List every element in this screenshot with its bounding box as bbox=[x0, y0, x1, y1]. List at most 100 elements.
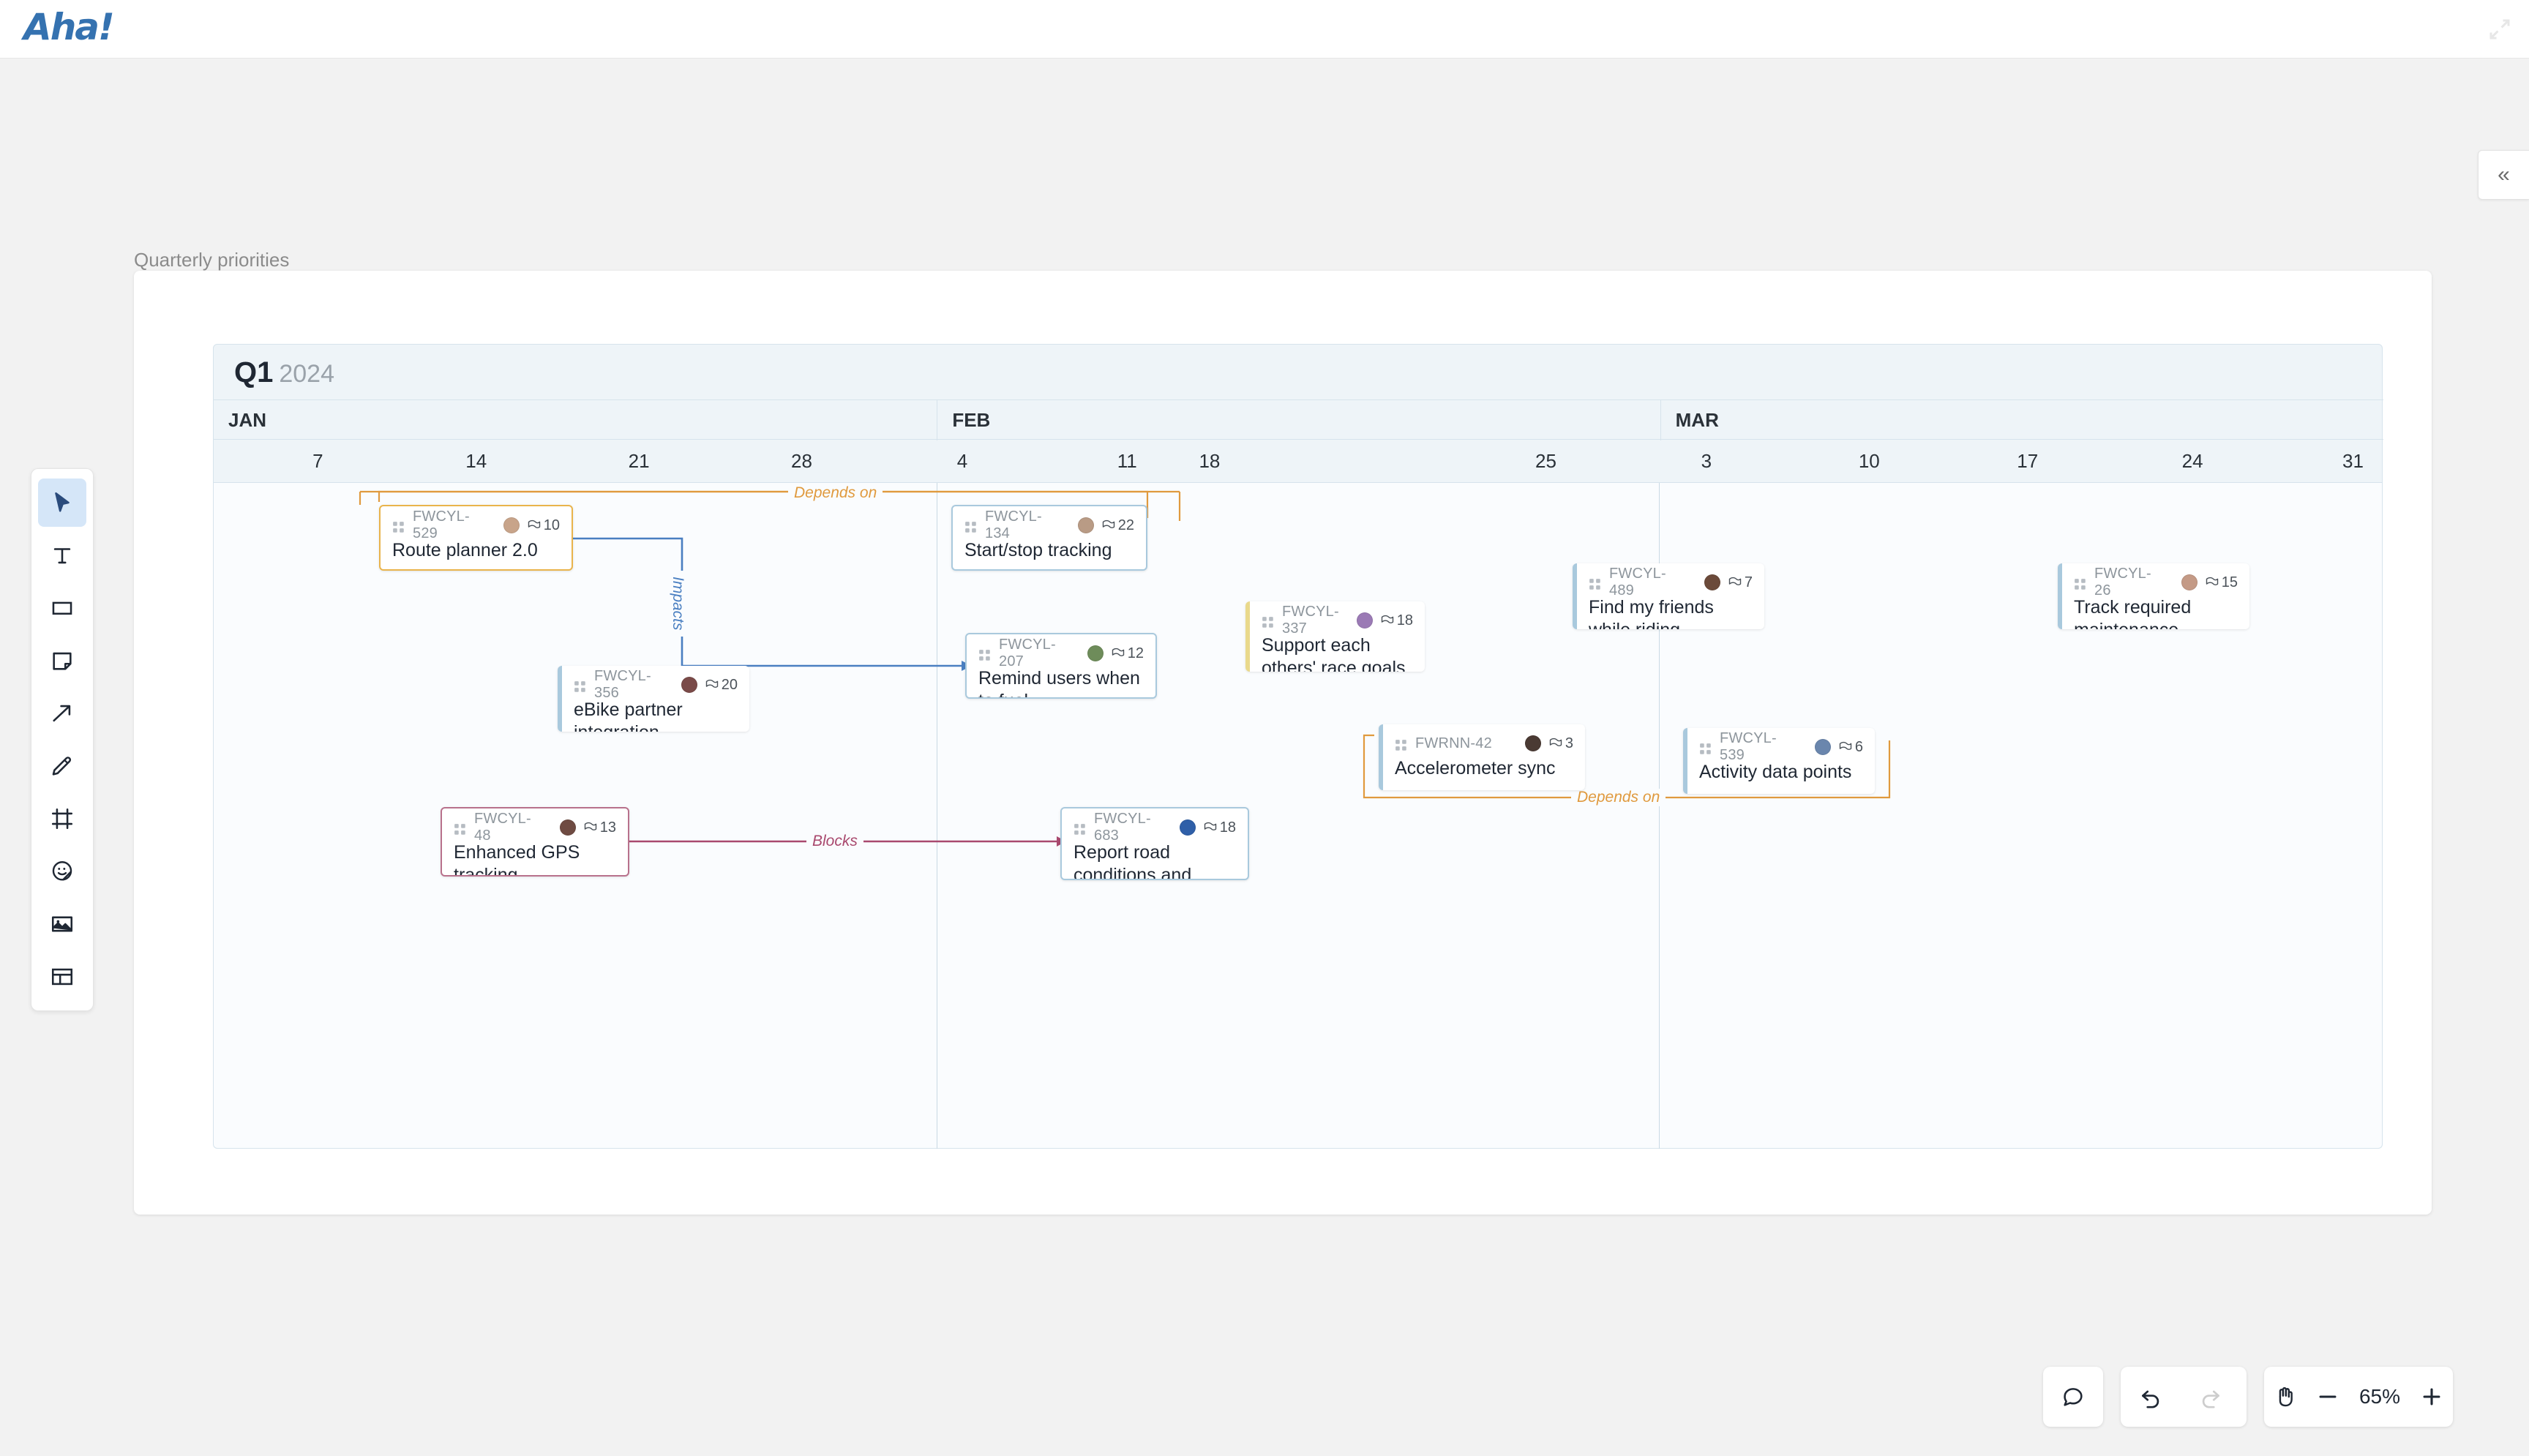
score-badge: 20 bbox=[705, 677, 738, 694]
zoom-out-button[interactable] bbox=[2307, 1367, 2349, 1427]
avatar bbox=[1814, 739, 1831, 755]
card-title: Start/stop tracking bbox=[964, 540, 1112, 560]
card-reference: FWCYL-489 bbox=[1609, 566, 1666, 598]
drag-handle-icon[interactable] bbox=[454, 821, 467, 835]
drag-handle-icon[interactable] bbox=[574, 678, 587, 692]
drag-handle-icon[interactable] bbox=[2074, 576, 2087, 590]
score-value: 7 bbox=[1744, 574, 1753, 590]
day-tick: 11 bbox=[1117, 450, 1137, 472]
avatar bbox=[681, 677, 697, 693]
text-tool[interactable] bbox=[38, 531, 86, 579]
score-badge: 18 bbox=[1380, 612, 1413, 629]
avatar bbox=[2181, 574, 2198, 590]
day-tick: 17 bbox=[2017, 450, 2039, 472]
score-badge: 15 bbox=[2205, 574, 2238, 591]
drag-handle-icon[interactable] bbox=[1589, 576, 1602, 590]
zoom-level[interactable]: 65% bbox=[2358, 1385, 2401, 1408]
score-icon bbox=[705, 679, 718, 688]
day-tick: 10 bbox=[1858, 450, 1880, 472]
avatar bbox=[503, 517, 520, 533]
score-value: 15 bbox=[2221, 574, 2238, 590]
drag-handle-icon[interactable] bbox=[964, 519, 978, 533]
aha-logo[interactable]: Aha! bbox=[23, 6, 115, 48]
drag-handle-icon[interactable] bbox=[1395, 737, 1408, 751]
drag-handle-icon[interactable] bbox=[1074, 821, 1087, 835]
shape-tool[interactable] bbox=[38, 584, 86, 632]
timeline-body[interactable]: Depends on Impacts Blocks Depends on FWC… bbox=[213, 483, 2383, 1149]
frame-tool[interactable] bbox=[38, 795, 86, 843]
score-value: 12 bbox=[1127, 645, 1144, 661]
drag-handle-icon[interactable] bbox=[392, 519, 405, 533]
board-title: Quarterly priorities bbox=[134, 249, 290, 271]
month-divider-mar bbox=[1659, 483, 1660, 1149]
bottom-toolbar: 65% bbox=[0, 1354, 2529, 1456]
day-tick: 18 bbox=[1199, 450, 1221, 472]
quarter-label: Q1 bbox=[234, 356, 274, 389]
zoom-group: 65% bbox=[2264, 1367, 2453, 1427]
score-icon bbox=[1381, 615, 1393, 624]
drag-handle-icon[interactable] bbox=[978, 647, 992, 661]
undo-button[interactable] bbox=[2121, 1367, 2181, 1427]
comment-group bbox=[2043, 1367, 2103, 1427]
collapse-arrows-icon[interactable] bbox=[2487, 16, 2513, 42]
score-badge: 12 bbox=[1111, 645, 1144, 662]
chevron-double-left-icon: « bbox=[2498, 162, 2510, 187]
card-reference: FWCYL-337 bbox=[1282, 604, 1339, 637]
arrow-tool[interactable] bbox=[38, 689, 86, 738]
connector-label-depends-on-bottom: Depends on bbox=[1571, 789, 1666, 806]
draw-tool[interactable] bbox=[38, 742, 86, 790]
panel-collapse-button[interactable]: « bbox=[2478, 150, 2529, 200]
drag-handle-icon[interactable] bbox=[1262, 614, 1275, 628]
card-title: Enhanced GPS tracking bbox=[454, 842, 580, 877]
score-icon bbox=[1102, 519, 1114, 529]
select-tool[interactable] bbox=[38, 479, 86, 527]
zoom-in-button[interactable] bbox=[2410, 1367, 2453, 1427]
history-group bbox=[2121, 1367, 2247, 1427]
card-reference: FWCYL-683 bbox=[1094, 811, 1151, 844]
comment-button[interactable] bbox=[2043, 1367, 2103, 1427]
drag-handle-icon[interactable] bbox=[1699, 740, 1712, 754]
redo-button[interactable] bbox=[2181, 1367, 2241, 1427]
month-label-mar: MAR bbox=[1660, 400, 2383, 440]
top-bar: Aha! bbox=[0, 0, 2529, 59]
card-title: Route planner 2.0 bbox=[392, 540, 538, 560]
score-icon bbox=[528, 519, 540, 529]
avatar bbox=[1524, 735, 1541, 751]
month-label-feb: FEB bbox=[937, 400, 1660, 440]
card-header: FWCYL-337 18 bbox=[1262, 604, 1413, 637]
score-icon bbox=[1839, 741, 1852, 751]
score-badge: 3 bbox=[1548, 735, 1573, 752]
score-icon bbox=[1728, 577, 1742, 586]
card-reference: FWCYL-539 bbox=[1720, 730, 1777, 763]
card-title: Report road conditions and hazards bbox=[1074, 842, 1192, 880]
note-tool[interactable] bbox=[38, 637, 86, 685]
sticker-tool[interactable] bbox=[38, 847, 86, 896]
connector-label-depends-on-top: Depends on bbox=[788, 484, 883, 502]
card-title: Track required maintenance bbox=[2074, 597, 2192, 629]
day-tick: 21 bbox=[628, 450, 650, 472]
score-value: 18 bbox=[1396, 612, 1413, 628]
pan-button[interactable] bbox=[2264, 1367, 2307, 1427]
score-badge: 6 bbox=[1838, 739, 1863, 756]
template-tool[interactable] bbox=[38, 953, 86, 1001]
image-tool[interactable] bbox=[38, 900, 86, 948]
score-value: 10 bbox=[543, 517, 560, 533]
